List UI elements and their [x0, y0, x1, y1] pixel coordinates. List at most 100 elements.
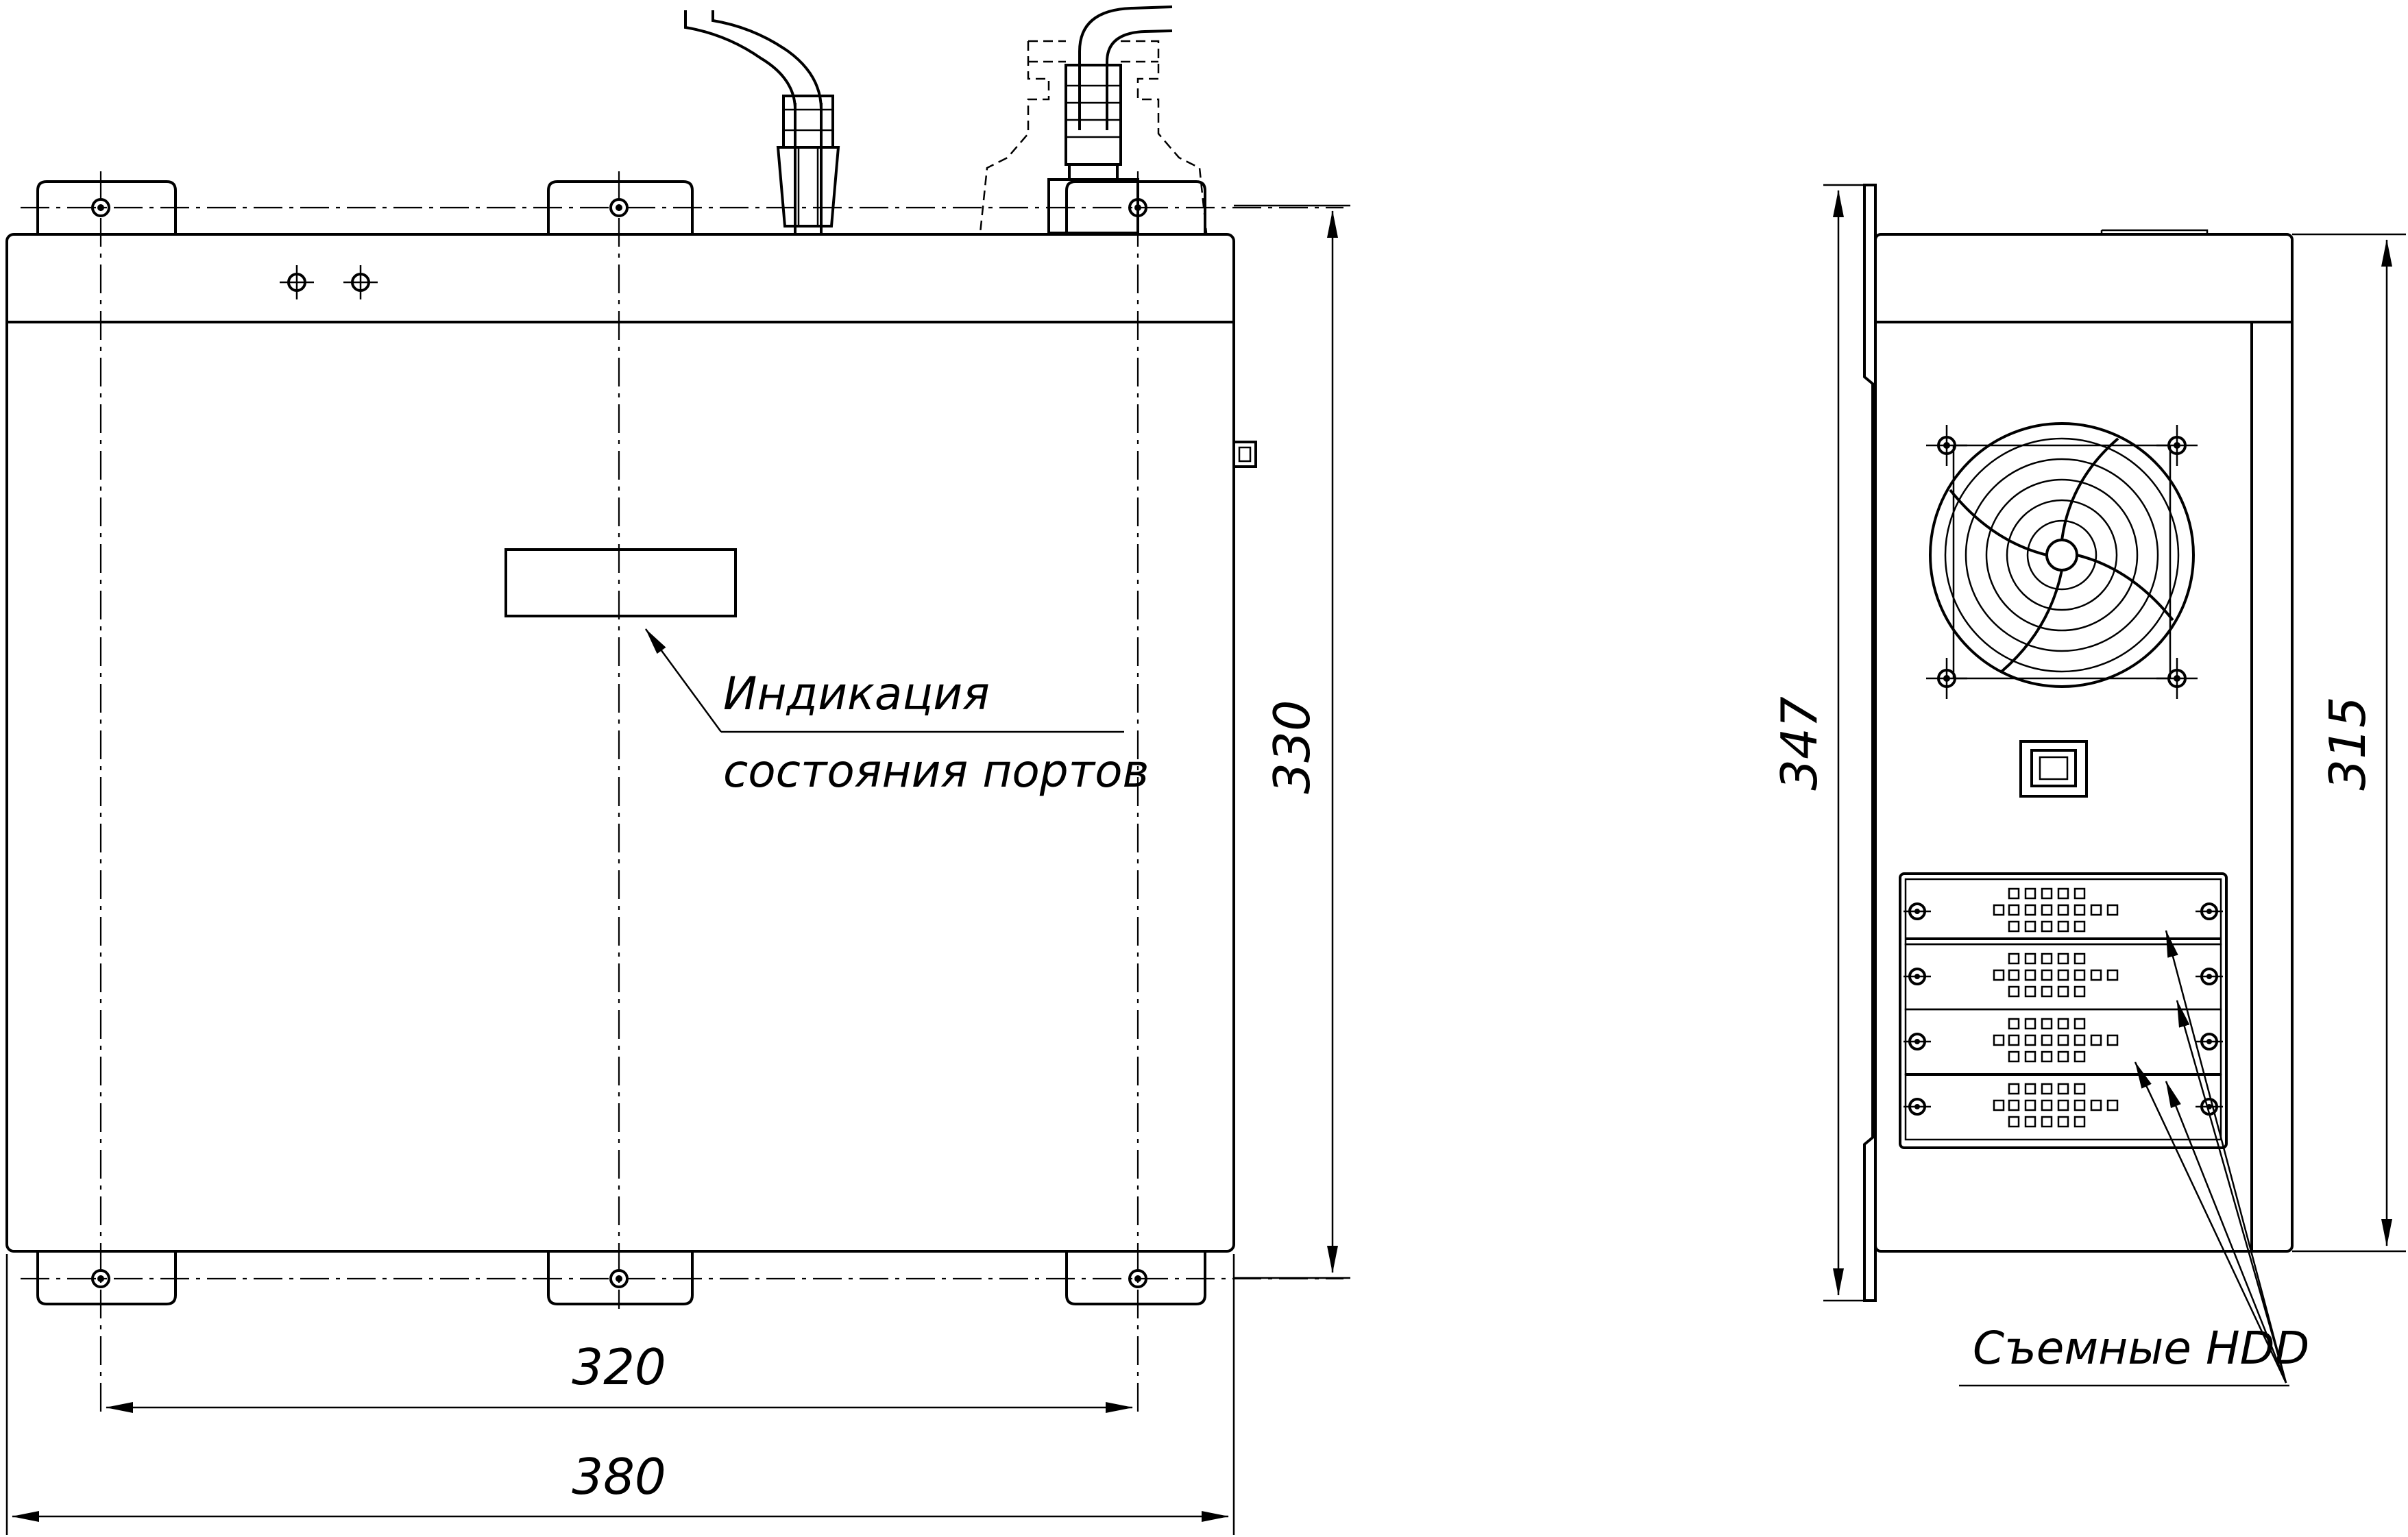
hdd-tray-led [2024, 1050, 2036, 1063]
hdd-tray-led [2041, 920, 2053, 933]
hdd-callout-label: Съемные HDD [1973, 1322, 2309, 1375]
front-flange [1863, 184, 1877, 1302]
hdd-tray-led [2057, 1050, 2069, 1063]
dimension-380: 380 [5, 1254, 1235, 1535]
hdd-tray-led [2073, 1034, 2086, 1046]
dimension-347-label: 347 [1771, 696, 1828, 791]
hdd-tray-led [2024, 920, 2036, 933]
hdd-tray-led [2024, 904, 2036, 916]
hdd-tray-led [2073, 1083, 2086, 1095]
hdd-tray-led [2057, 904, 2069, 916]
cable-connector-left [684, 10, 840, 233]
dimension-320-label: 320 [572, 1338, 666, 1396]
hdd-tray-led [2090, 969, 2102, 981]
hdd-tray-led [2041, 1116, 2053, 1128]
hdd-tray-led [2024, 887, 2036, 900]
hdd-tray-led [2073, 1116, 2086, 1128]
hdd-tray-led [1993, 1034, 2005, 1046]
top-mounting-ears [36, 180, 1206, 233]
dimension-330: 330 [1234, 204, 1350, 1279]
network-port [2019, 740, 2088, 798]
hdd-tray-led [2008, 1083, 2020, 1095]
hdd-tray-led [2073, 904, 2086, 916]
hdd-tray-led [1993, 1099, 2005, 1111]
hdd-tray-led [2041, 969, 2053, 981]
bottom-mounting-ears [36, 1252, 1206, 1305]
hdd-tray-led [2008, 920, 2020, 933]
hdd-tray-led [2008, 969, 2020, 981]
hdd-tray-led [2024, 1034, 2036, 1046]
hdd-tray-led [2090, 904, 2102, 916]
hdd-tray-led [2073, 920, 2086, 933]
hdd-tray-led [2008, 1034, 2020, 1046]
vent-holes [280, 265, 378, 299]
hdd-tray-led [2090, 1099, 2102, 1111]
hdd-tray-led [2106, 969, 2119, 981]
hdd-tray-led [2073, 969, 2086, 981]
indicator-callout-line2: состояния портов [723, 745, 1149, 798]
hdd-tray-led [2106, 904, 2119, 916]
hdd-tray-led [2057, 969, 2069, 981]
hdd-tray-led [2057, 952, 2069, 965]
hdd-tray-led [2057, 1083, 2069, 1095]
hdd-tray-led [2041, 1034, 2053, 1046]
side-connector [1232, 441, 1257, 468]
hdd-tray-led [2041, 887, 2053, 900]
hdd-tray-led [2024, 1099, 2036, 1111]
dimension-315: 315 [2292, 233, 2406, 1253]
hdd-tray-led [2057, 920, 2069, 933]
hdd-tray-led [2041, 1099, 2053, 1111]
hdd-tray-led [2008, 887, 2020, 900]
hdd-tray-led [2073, 1018, 2086, 1030]
hdd-tray-led [2041, 952, 2053, 965]
hdd-tray-led [2008, 1116, 2020, 1128]
hdd-tray-led [2024, 1083, 2036, 1095]
hdd-tray-led [2073, 1099, 2086, 1111]
hdd-tray-led [2057, 985, 2069, 998]
dimension-380-label: 380 [572, 1448, 666, 1505]
hdd-tray-led [2073, 985, 2086, 998]
dimension-315-label: 315 [2319, 696, 2376, 790]
hdd-tray-led [2041, 904, 2053, 916]
hdd-tray-led [2008, 985, 2020, 998]
hdd-tray-led [2057, 1034, 2069, 1046]
hdd-tray-led [2024, 1018, 2036, 1030]
hdd-tray-led [2073, 1050, 2086, 1063]
hdd-tray-led [2106, 1034, 2119, 1046]
hdd-tray-led [2073, 887, 2086, 900]
hdd-tray-led [2057, 1018, 2069, 1030]
hdd-tray-led [1993, 904, 2005, 916]
hdd-tray-led [2057, 1099, 2069, 1111]
hdd-tray-led [2008, 952, 2020, 965]
port-status-indicator [504, 548, 737, 617]
center-lines [21, 171, 1343, 1418]
hdd-tray-led [2024, 1116, 2036, 1128]
hdd-callout: Съемные HDD [1959, 930, 2309, 1387]
hdd-tray-led [2041, 985, 2053, 998]
hdd-tray-led [2024, 969, 2036, 981]
hdd-tray-led [2024, 985, 2036, 998]
hdd-tray-led [2008, 1018, 2020, 1030]
hdd-tray-led [2090, 1034, 2102, 1046]
dimension-347: 347 [1771, 184, 1864, 1302]
hdd-trays [1904, 887, 2223, 1128]
hdd-tray-led [2024, 952, 2036, 965]
fan-grille [1926, 422, 2198, 699]
dimension-320: 320 [106, 1338, 1133, 1413]
hdd-tray-led [2008, 904, 2020, 916]
indicator-callout-line1: Индикация [723, 667, 990, 720]
hdd-tray-led [2041, 1083, 2053, 1095]
hdd-tray-led [1993, 969, 2005, 981]
hdd-tray-led [2008, 1099, 2020, 1111]
hdd-tray-led [2008, 1050, 2020, 1063]
hdd-tray-led [2073, 952, 2086, 965]
hdd-tray-led [2106, 1099, 2119, 1111]
front-view: Индикация состояния портов 330 320 380 [5, 5, 1350, 1535]
hdd-tray-led [2041, 1050, 2053, 1063]
hdd-tray-led [2057, 1116, 2069, 1128]
enclosure-body [5, 233, 1235, 1253]
dimension-330-label: 330 [1263, 700, 1321, 794]
side-body [1874, 229, 2294, 1253]
hdd-tray-led [2041, 1018, 2053, 1030]
